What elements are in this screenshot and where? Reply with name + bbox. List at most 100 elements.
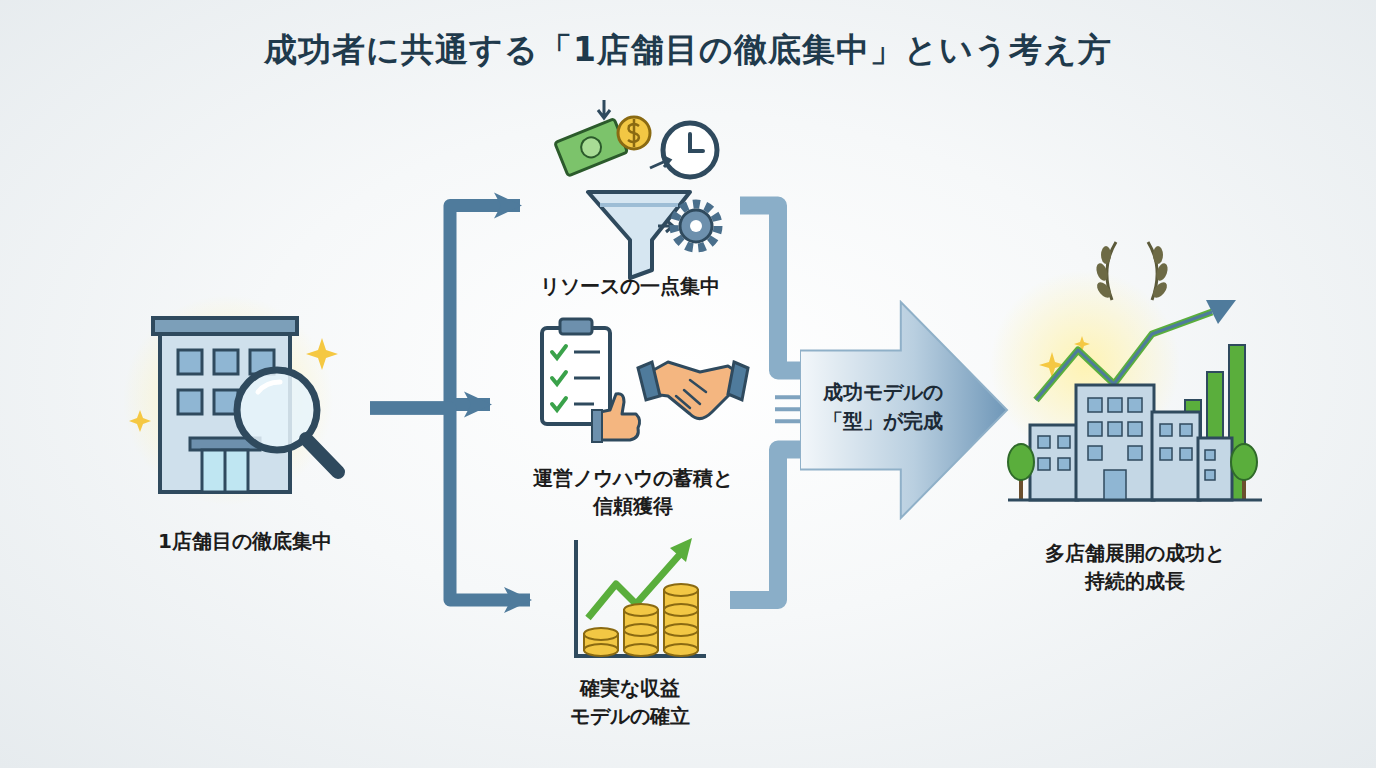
flow-connector xyxy=(730,450,800,600)
node-label: リソースの一点集中 xyxy=(520,272,740,300)
icon-part xyxy=(306,439,338,472)
icon-node: 確実な収益 モデルの確立 xyxy=(530,530,730,730)
icon-part xyxy=(680,210,712,242)
flow-connector xyxy=(370,408,530,600)
profit-icon xyxy=(576,538,706,656)
icon-part xyxy=(1094,280,1113,300)
icon-part xyxy=(1198,438,1232,500)
icon-part xyxy=(663,123,717,177)
icon-part xyxy=(578,134,604,160)
arrow-shape-node: 成功モデルの 「型」が完成 xyxy=(800,300,1010,520)
icon-part xyxy=(560,319,592,334)
icon-part xyxy=(1160,448,1172,460)
icon-part xyxy=(1180,448,1192,460)
icon-node: 1店舗目の徹底集中 xyxy=(120,310,370,555)
diagram-title: 成功者に共通する「1店舗目の徹底集中」という考え方 xyxy=(0,28,1376,73)
icon-part xyxy=(670,538,692,562)
icon-part xyxy=(1088,422,1102,436)
icon-part xyxy=(664,590,698,650)
icon-part xyxy=(674,204,718,248)
icon-part xyxy=(1128,422,1142,436)
node-label: 運営ノウハウの蓄積と 信頼獲得 xyxy=(490,464,775,520)
icon-part xyxy=(1088,446,1102,460)
icon-part xyxy=(728,362,748,400)
icon-part xyxy=(1008,444,1034,480)
icon-part xyxy=(1008,499,1262,502)
icon-part xyxy=(664,644,698,656)
icon-part xyxy=(555,119,628,176)
icon-part xyxy=(153,318,297,334)
icon-part xyxy=(624,604,658,616)
icon-part xyxy=(1058,458,1070,470)
icon-part xyxy=(129,410,151,432)
icon-part xyxy=(123,295,333,505)
node-label: 確実な収益 モデルの確立 xyxy=(530,674,730,730)
icon-part xyxy=(664,624,698,636)
icon-part xyxy=(1094,262,1110,282)
icon-part xyxy=(1088,398,1102,412)
big-arrow-outline xyxy=(800,302,1007,518)
flow-connector xyxy=(775,397,800,421)
icon-part xyxy=(214,350,238,374)
icon-part xyxy=(664,584,698,596)
icon-part xyxy=(1104,470,1126,500)
icon-part xyxy=(584,584,698,656)
icon-part xyxy=(676,380,706,408)
icon-node: 運営ノウハウの蓄積と 信頼獲得 xyxy=(490,310,775,520)
icon-part xyxy=(1128,446,1142,460)
icon-part xyxy=(1152,412,1200,500)
icon-part xyxy=(258,382,280,392)
icon-part xyxy=(1160,424,1172,436)
icon-part xyxy=(1038,398,1215,500)
icon-part xyxy=(1038,458,1050,470)
store-icon xyxy=(123,295,338,505)
node-label: 1店舗目の徹底集中 xyxy=(120,527,370,555)
knowhow-icon xyxy=(542,319,748,442)
icon-part xyxy=(1150,280,1169,300)
resource-icon xyxy=(555,100,718,278)
icon-part xyxy=(1205,470,1215,480)
icon-part xyxy=(598,100,610,118)
icon-node: 多店舗展開の成功と 持続的成長 xyxy=(1000,260,1270,595)
icon-part xyxy=(202,450,248,492)
icon-part xyxy=(1206,300,1236,324)
icon-part xyxy=(1231,444,1257,480)
flow-connector xyxy=(740,206,800,371)
icon-part xyxy=(650,362,740,419)
icon-part xyxy=(588,192,690,278)
icon-part xyxy=(1153,246,1163,264)
icon-part xyxy=(1108,398,1122,412)
node-label: 多店舗展開の成功と 持続的成長 xyxy=(1000,539,1270,595)
icon-part xyxy=(592,410,602,442)
icon-part xyxy=(224,450,227,492)
icon-part xyxy=(624,624,658,636)
icon-part xyxy=(638,362,660,400)
icon-part xyxy=(1154,262,1170,282)
icon-part xyxy=(584,628,618,640)
icon-part xyxy=(552,346,566,410)
icon-node: リソースの一点集中 xyxy=(520,90,740,300)
icon-part xyxy=(1108,422,1122,436)
icon-part xyxy=(1076,385,1154,500)
node-label: 成功モデルの 「型」が完成 xyxy=(808,378,958,436)
icon-part xyxy=(1180,424,1192,436)
icon-part xyxy=(628,119,639,147)
icon-part xyxy=(1038,436,1050,448)
growth-icon xyxy=(990,242,1262,500)
icon-part xyxy=(664,604,698,616)
icon-part xyxy=(1128,398,1142,412)
icon-part xyxy=(624,644,658,656)
icon-part xyxy=(1058,436,1070,448)
icon-part xyxy=(1205,450,1215,460)
icon-part xyxy=(178,350,202,374)
icon-part xyxy=(555,119,628,176)
icon-part xyxy=(1101,246,1111,264)
icon-part xyxy=(618,117,650,149)
icon-part xyxy=(584,644,618,656)
icon-part xyxy=(690,134,703,151)
icon-part xyxy=(690,220,702,232)
icon-part xyxy=(1094,246,1170,300)
